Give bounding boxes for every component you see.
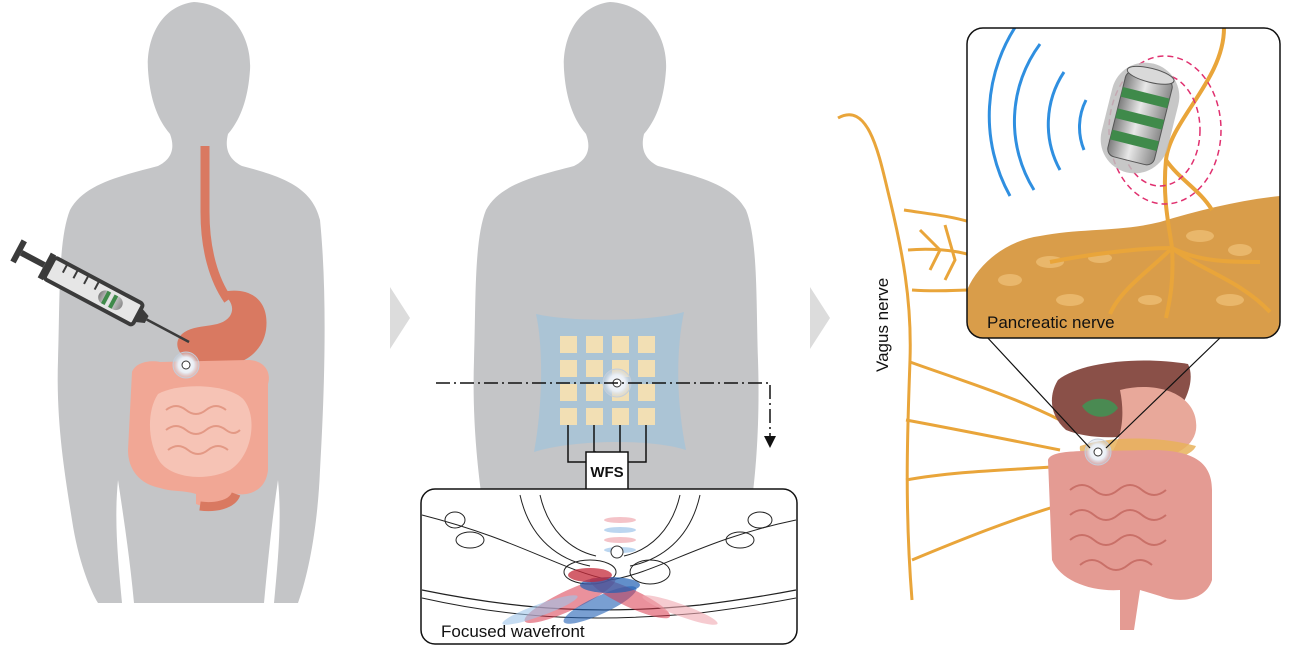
chevron-right-icon — [390, 287, 410, 349]
pancreatic-inset: Pancreatic nerve — [966, 27, 1281, 339]
wavefront-inset: Focused wavefront — [420, 488, 798, 645]
ultrasound-waves — [987, 28, 1088, 197]
wfs-label: WFS — [590, 464, 623, 481]
rectum — [199, 491, 241, 512]
intestine-folds — [165, 405, 241, 455]
zoom-lines — [985, 335, 1223, 449]
section-line — [436, 382, 771, 438]
vagus-nerve-label: Vagus nerve — [873, 278, 892, 372]
abdominal-organs — [1048, 360, 1212, 630]
transducer-elements — [560, 336, 655, 425]
arrow-down-icon — [764, 436, 776, 448]
implant-device-icon — [1100, 62, 1180, 174]
panel-injection — [10, 2, 325, 603]
gallbladder — [1082, 398, 1118, 417]
pancreatic-nerve-branches — [1049, 28, 1272, 319]
wfs-box — [585, 451, 629, 493]
inset-label-pancreatic: Pancreatic nerve — [987, 313, 1115, 332]
intestines-3 — [1048, 450, 1212, 630]
panel-nerve-stimulation: Vagus nerve — [837, 27, 1281, 630]
chevron-right-icon-2 — [810, 287, 830, 349]
stomach — [177, 290, 267, 367]
wave-field — [502, 517, 718, 625]
panel-ultrasound-array: WFS — [420, 2, 798, 645]
syringe-icon — [10, 239, 190, 344]
inset-label-wavefront: Focused wavefront — [441, 622, 585, 641]
